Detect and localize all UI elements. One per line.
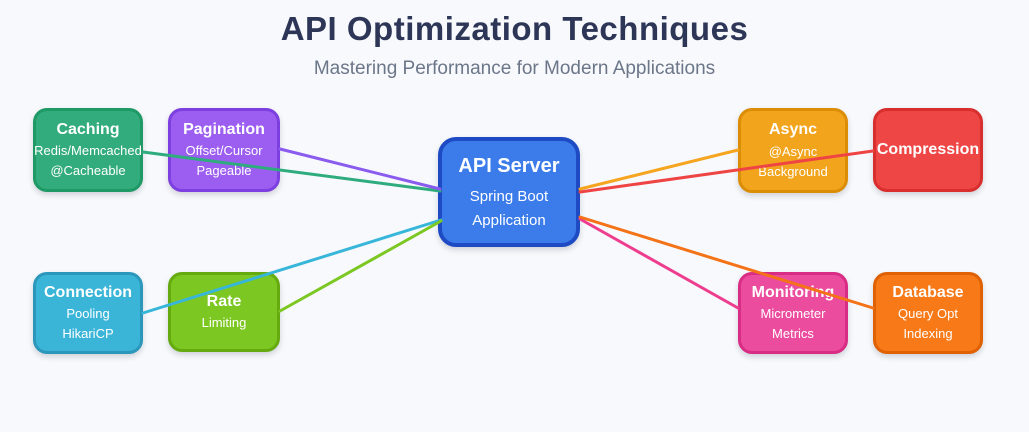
node-pagination: Pagination Offset/Cursor Pageable (168, 108, 280, 192)
node-database: Database Query Opt Indexing (873, 272, 983, 354)
node-monitoring-subline: Micrometer (760, 306, 826, 322)
node-database-subline: Query Opt (898, 306, 958, 322)
node-async: Async @Async Background (738, 108, 848, 193)
node-caching-subline: Redis/Memcached (34, 143, 142, 159)
node-compression: Compression (873, 108, 983, 192)
edge-api-async (578, 148, 740, 191)
node-pagination-subline: Pageable (196, 163, 252, 179)
node-pagination-title: Pagination (183, 120, 265, 138)
node-api-server: API Server Spring Boot Application (438, 137, 580, 247)
node-connection: Connection Pooling HikariCP (33, 272, 143, 354)
node-compression-title: Compression (876, 140, 980, 158)
node-caching: Caching Redis/Memcached @Cacheable (33, 108, 143, 192)
node-api-server-subline: Spring Boot (469, 188, 549, 206)
node-caching-subline: @Cacheable (50, 163, 126, 179)
node-connection-subline: HikariCP (62, 326, 114, 342)
node-database-title: Database (892, 283, 964, 301)
page-subtitle: Mastering Performance for Modern Applica… (313, 58, 716, 79)
node-async-subline: @Async (768, 143, 818, 159)
node-pagination-subline: Offset/Cursor (185, 143, 263, 159)
node-connection-title: Connection (44, 283, 132, 301)
edge-rate-api (278, 219, 443, 313)
node-async-title: Async (768, 121, 818, 139)
node-monitoring: Monitoring Micrometer Metrics (738, 272, 848, 354)
node-monitoring-subline: Metrics (772, 326, 814, 342)
node-caching-title: Caching (56, 120, 120, 138)
node-rate: Rate Limiting (168, 272, 280, 352)
edge-api-monitoring (578, 217, 740, 310)
node-rate-title: Rate (206, 292, 242, 310)
page-title: API Optimization Techniques (280, 10, 749, 47)
node-monitoring-title: Monitoring (751, 283, 835, 301)
node-async-subline: Background (758, 163, 828, 179)
node-database-subline: Indexing (903, 326, 953, 342)
node-api-server-title: API Server (458, 155, 560, 178)
node-api-server-subline: Application (472, 211, 546, 229)
node-connection-subline: Pooling (66, 306, 110, 322)
edge-pagination-api (278, 147, 442, 191)
node-rate-subline: Limiting (201, 315, 247, 331)
